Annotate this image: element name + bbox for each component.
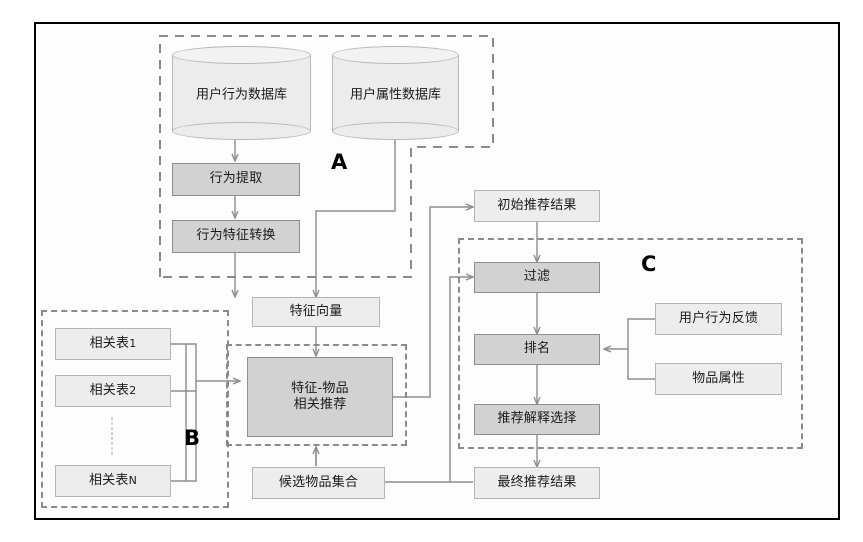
related-table-label: 相关表N	[87, 473, 139, 489]
node-label-line2: 相关推荐	[293, 397, 347, 412]
related-table-base: 相关表	[88, 472, 129, 488]
related-table-1[interactable]: 相关表1	[55, 328, 171, 360]
related-table-base: 相关表	[89, 335, 130, 351]
related-table-label: 相关表1	[88, 336, 139, 352]
node-label: 行为特征转换	[196, 228, 276, 244]
cylinder-top	[332, 46, 459, 64]
node-ranking[interactable]: 排名	[474, 334, 600, 365]
node-feature-item-recommendation[interactable]: 特征-物品 相关推荐	[247, 357, 393, 437]
group-letter-b: B	[184, 426, 201, 450]
related-table-n[interactable]: 相关表N	[55, 465, 171, 497]
related-table-base: 相关表	[89, 382, 130, 398]
node-label: 最终推荐结果	[497, 474, 577, 490]
node-label: 推荐解释选择	[497, 411, 577, 427]
cylinder-top	[172, 46, 311, 64]
db-user-behavior-label: 用户行为数据库	[195, 87, 287, 103]
node-explanation-select[interactable]: 推荐解释选择	[474, 404, 600, 435]
group-letter-a: A	[331, 150, 348, 174]
db-user-behavior[interactable]: 用户行为数据库	[172, 46, 311, 140]
node-label: 初始推荐结果	[497, 197, 577, 213]
group-region-b	[41, 310, 229, 508]
node-label: 候选物品集合	[278, 474, 359, 490]
node-final-rec-result[interactable]: 最终推荐结果	[474, 467, 600, 499]
node-candidate-item-set[interactable]: 候选物品集合	[252, 467, 385, 499]
node-label: 排名	[523, 341, 551, 357]
group-letter-c: C	[641, 252, 657, 276]
node-label: 行为提取	[209, 171, 263, 187]
node-initial-rec-result[interactable]: 初始推荐结果	[474, 190, 600, 222]
node-item-attribute[interactable]: 物品属性	[655, 363, 782, 395]
node-filter[interactable]: 过滤	[474, 262, 600, 293]
cylinder-bottom	[172, 122, 311, 140]
cylinder-bottom	[332, 122, 459, 140]
node-label: 物品属性	[692, 370, 745, 386]
db-user-attribute[interactable]: 用户属性数据库	[332, 46, 459, 140]
related-table-2[interactable]: 相关表2	[55, 375, 171, 407]
node-label: 过滤	[523, 269, 551, 285]
node-label: 用户行为反馈	[678, 310, 759, 326]
node-behavior-extract[interactable]: 行为提取	[172, 163, 300, 196]
related-table-index: 1	[129, 336, 137, 350]
related-table-index: 2	[129, 383, 137, 397]
node-label: 特征向量	[289, 303, 343, 319]
node-label-line1: 特征-物品	[291, 380, 349, 396]
related-table-index: N	[128, 473, 138, 487]
node-behavior-feature-transform[interactable]: 行为特征转换	[172, 220, 300, 253]
node-user-behavior-feedback[interactable]: 用户行为反馈	[655, 303, 782, 335]
related-table-label: 相关表2	[88, 383, 139, 399]
db-user-attribute-label: 用户属性数据库	[349, 87, 441, 103]
node-feature-vector[interactable]: 特征向量	[252, 297, 380, 327]
